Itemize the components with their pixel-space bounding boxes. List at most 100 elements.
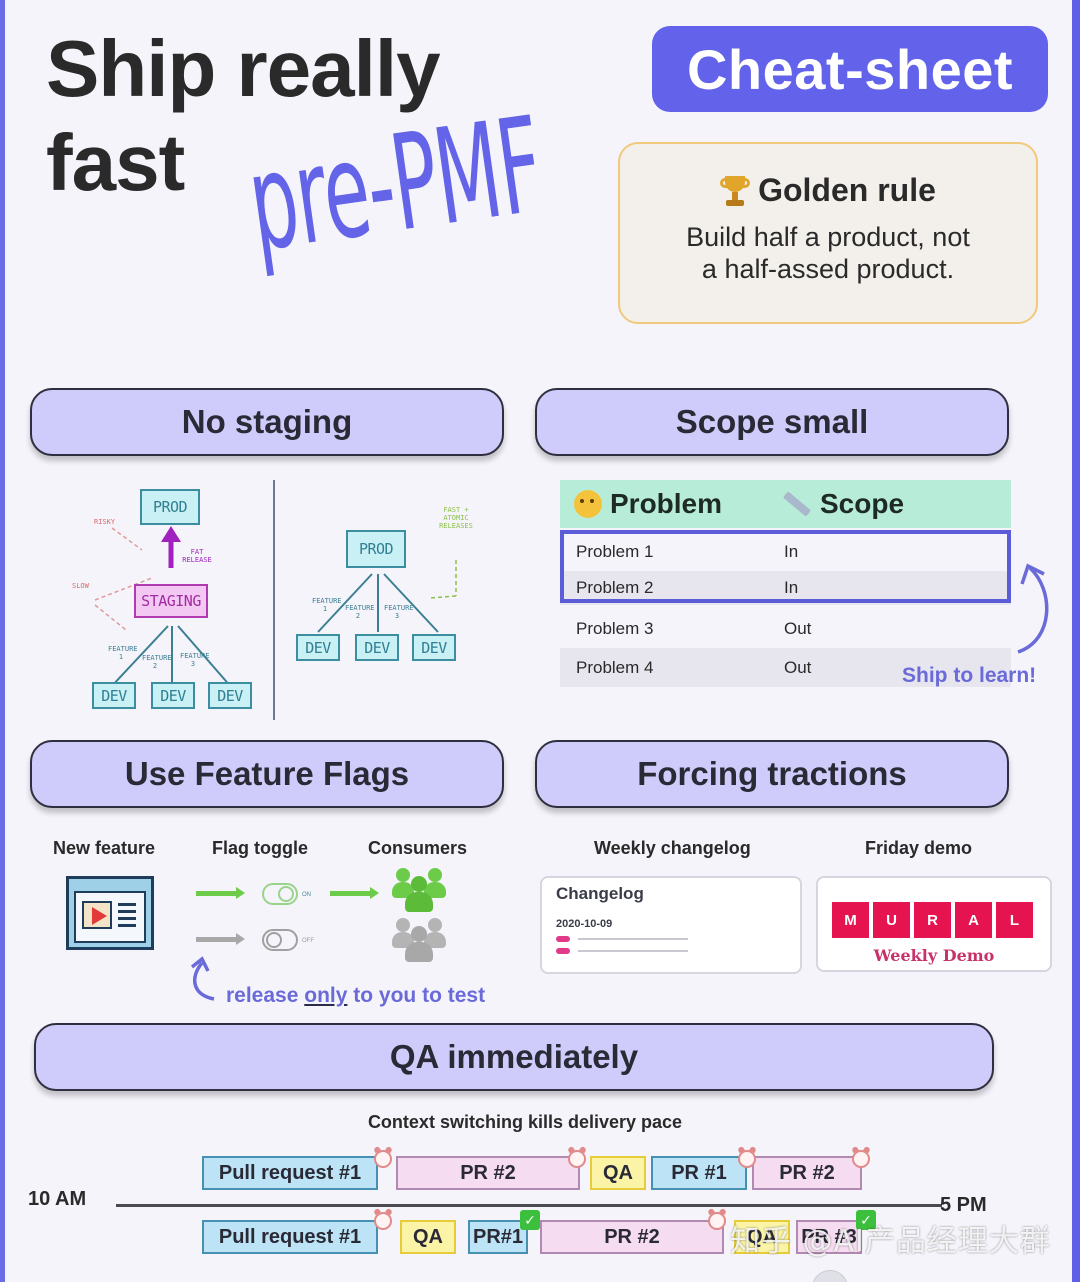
alarm-clock-icon [374, 1212, 392, 1230]
mural-subtitle: Weekly Demo [873, 946, 995, 965]
label-weekly-changelog: Weekly changelog [594, 838, 751, 858]
timeline-axis [116, 1204, 942, 1207]
section-qa-immediately: QA immediately [34, 1023, 994, 1091]
in-scope-highlight [560, 530, 1011, 603]
note-fat-release: FAT RELEASE [182, 548, 212, 564]
table-row: Problem 3 Out [560, 609, 1011, 648]
release-note-emphasis: only [304, 984, 348, 1007]
note-feature: FEATURE 1 [108, 645, 138, 661]
section-scope-small: Scope small [535, 388, 1009, 456]
table-header: Problem Scope [560, 480, 1011, 528]
timeline-block-pr2: PR #2 [540, 1220, 724, 1254]
ruler-icon [782, 491, 812, 517]
curved-arrow-icon [1017, 563, 1049, 654]
direct-arrows [317, 560, 457, 633]
label-flag-toggle: Flag toggle [212, 838, 308, 858]
mural-letter: L [996, 902, 1033, 938]
dev-box: DEV [412, 634, 456, 661]
header-scope: Scope [820, 488, 905, 519]
cell-scope: Out [784, 657, 812, 677]
note-feature: FEATURE 3 [180, 652, 210, 668]
diagram-divider [273, 480, 275, 720]
timeline-block-pr3: PR #3 [796, 1220, 862, 1254]
timeline-block-pr2: PR #2 [396, 1156, 580, 1190]
timeline-block-qa: QA [400, 1220, 456, 1254]
mural-letter: R [914, 902, 951, 938]
curved-arrow-icon [190, 956, 215, 1001]
dev-box: DEV [296, 634, 340, 661]
prod-box: PROD [140, 489, 200, 525]
cell-scope: Out [784, 618, 812, 638]
cell-problem: Problem 2 [576, 578, 654, 597]
changelog-title: Changelog [556, 884, 644, 903]
release-note: release only to you to test [226, 984, 485, 1008]
consumers-active-icon [392, 868, 446, 914]
qa-caption: Context switching kills delivery pace [367, 1112, 683, 1132]
label-consumers: Consumers [368, 838, 468, 858]
left-border [0, 0, 5, 1282]
right-border [1072, 0, 1080, 1282]
arrow-right-icon [330, 887, 379, 899]
dev-box: DEV [355, 634, 399, 661]
label-new-feature: New feature [53, 838, 156, 858]
author-avatar [812, 1270, 848, 1282]
section-forcing-tractions: Forcing tractions [535, 740, 1009, 808]
cell-scope: In [784, 578, 799, 597]
cell-scope: In [784, 541, 799, 561]
toggle-on-icon [262, 883, 298, 905]
alarm-clock-icon [708, 1212, 726, 1230]
staging-box: STAGING [134, 584, 208, 618]
note-risky: RISKY [94, 518, 116, 526]
section-no-staging: No staging [30, 388, 504, 456]
release-note-post: to you to test [347, 984, 486, 1007]
page-title: Ship really fast [46, 22, 441, 210]
new-feature-browser-icon [66, 876, 154, 950]
mural-demo-card: M U R A L Weekly Demo [816, 876, 1052, 972]
golden-rule-line-1: Build half a product, not [686, 222, 970, 252]
timeline-block-pr1: PR#1 [468, 1220, 528, 1254]
prod-box: PROD [346, 530, 406, 568]
timeline-block-qa: QA [590, 1156, 646, 1190]
mural-letter: U [873, 902, 910, 938]
cell-problem: Problem 3 [576, 618, 654, 638]
arrow-right-icon [196, 887, 245, 899]
alarm-clock-icon [738, 1150, 756, 1168]
golden-rule-card: Golden rule Build half a product, not a … [618, 142, 1038, 324]
toggle-on-label: ON [302, 892, 311, 898]
watermark: 知乎 @AI产品经理大群 [730, 1224, 1051, 1259]
changelog-entry [556, 936, 786, 942]
dev-box: DEV [92, 682, 136, 709]
cheat-sheet-badge: Cheat-sheet [652, 26, 1048, 112]
timeline-block-pr2: PR #2 [752, 1156, 862, 1190]
header-problem: Problem [610, 488, 723, 519]
title-line-1: Ship really [46, 24, 441, 113]
cell-problem: Problem 4 [576, 657, 654, 677]
table-row: Problem 1 In [560, 532, 1011, 571]
mural-letter: M [832, 902, 869, 938]
toggle-off-icon [262, 929, 298, 951]
note-slow: SLOW [72, 582, 89, 590]
golden-rule-heading: Golden rule [758, 172, 936, 208]
note-feature: FEATURE 2 [142, 654, 172, 670]
note-feature: FEATURE 2 [345, 604, 375, 620]
changelog-card: Changelog 2020-10-09 [540, 876, 802, 974]
timeline-start: 10 AM [28, 1188, 87, 1210]
timeline-end: 5 PM [940, 1194, 987, 1216]
check-icon: ✓ [856, 1210, 876, 1230]
changelog-entry [556, 948, 786, 954]
title-line-2: fast [46, 118, 185, 207]
timeline-block-pr1: Pull request #1 [202, 1220, 378, 1254]
timeline-block-pr1: PR #1 [651, 1156, 747, 1190]
staging-arrows [94, 526, 233, 689]
toggle-off-label: OFF [302, 938, 314, 944]
table-row: Problem 4 Out [560, 648, 1011, 687]
mural-logo: M U R A L [832, 902, 1033, 938]
tag-pill [556, 948, 570, 954]
cell-problem: Problem 1 [576, 541, 654, 561]
alarm-clock-icon [852, 1150, 870, 1168]
entry-text [578, 938, 688, 940]
arrow-right-icon [196, 933, 245, 945]
dev-box: DEV [208, 682, 252, 709]
check-icon: ✓ [520, 1210, 540, 1230]
golden-rule-line-2: a half-assed product. [701, 254, 955, 284]
